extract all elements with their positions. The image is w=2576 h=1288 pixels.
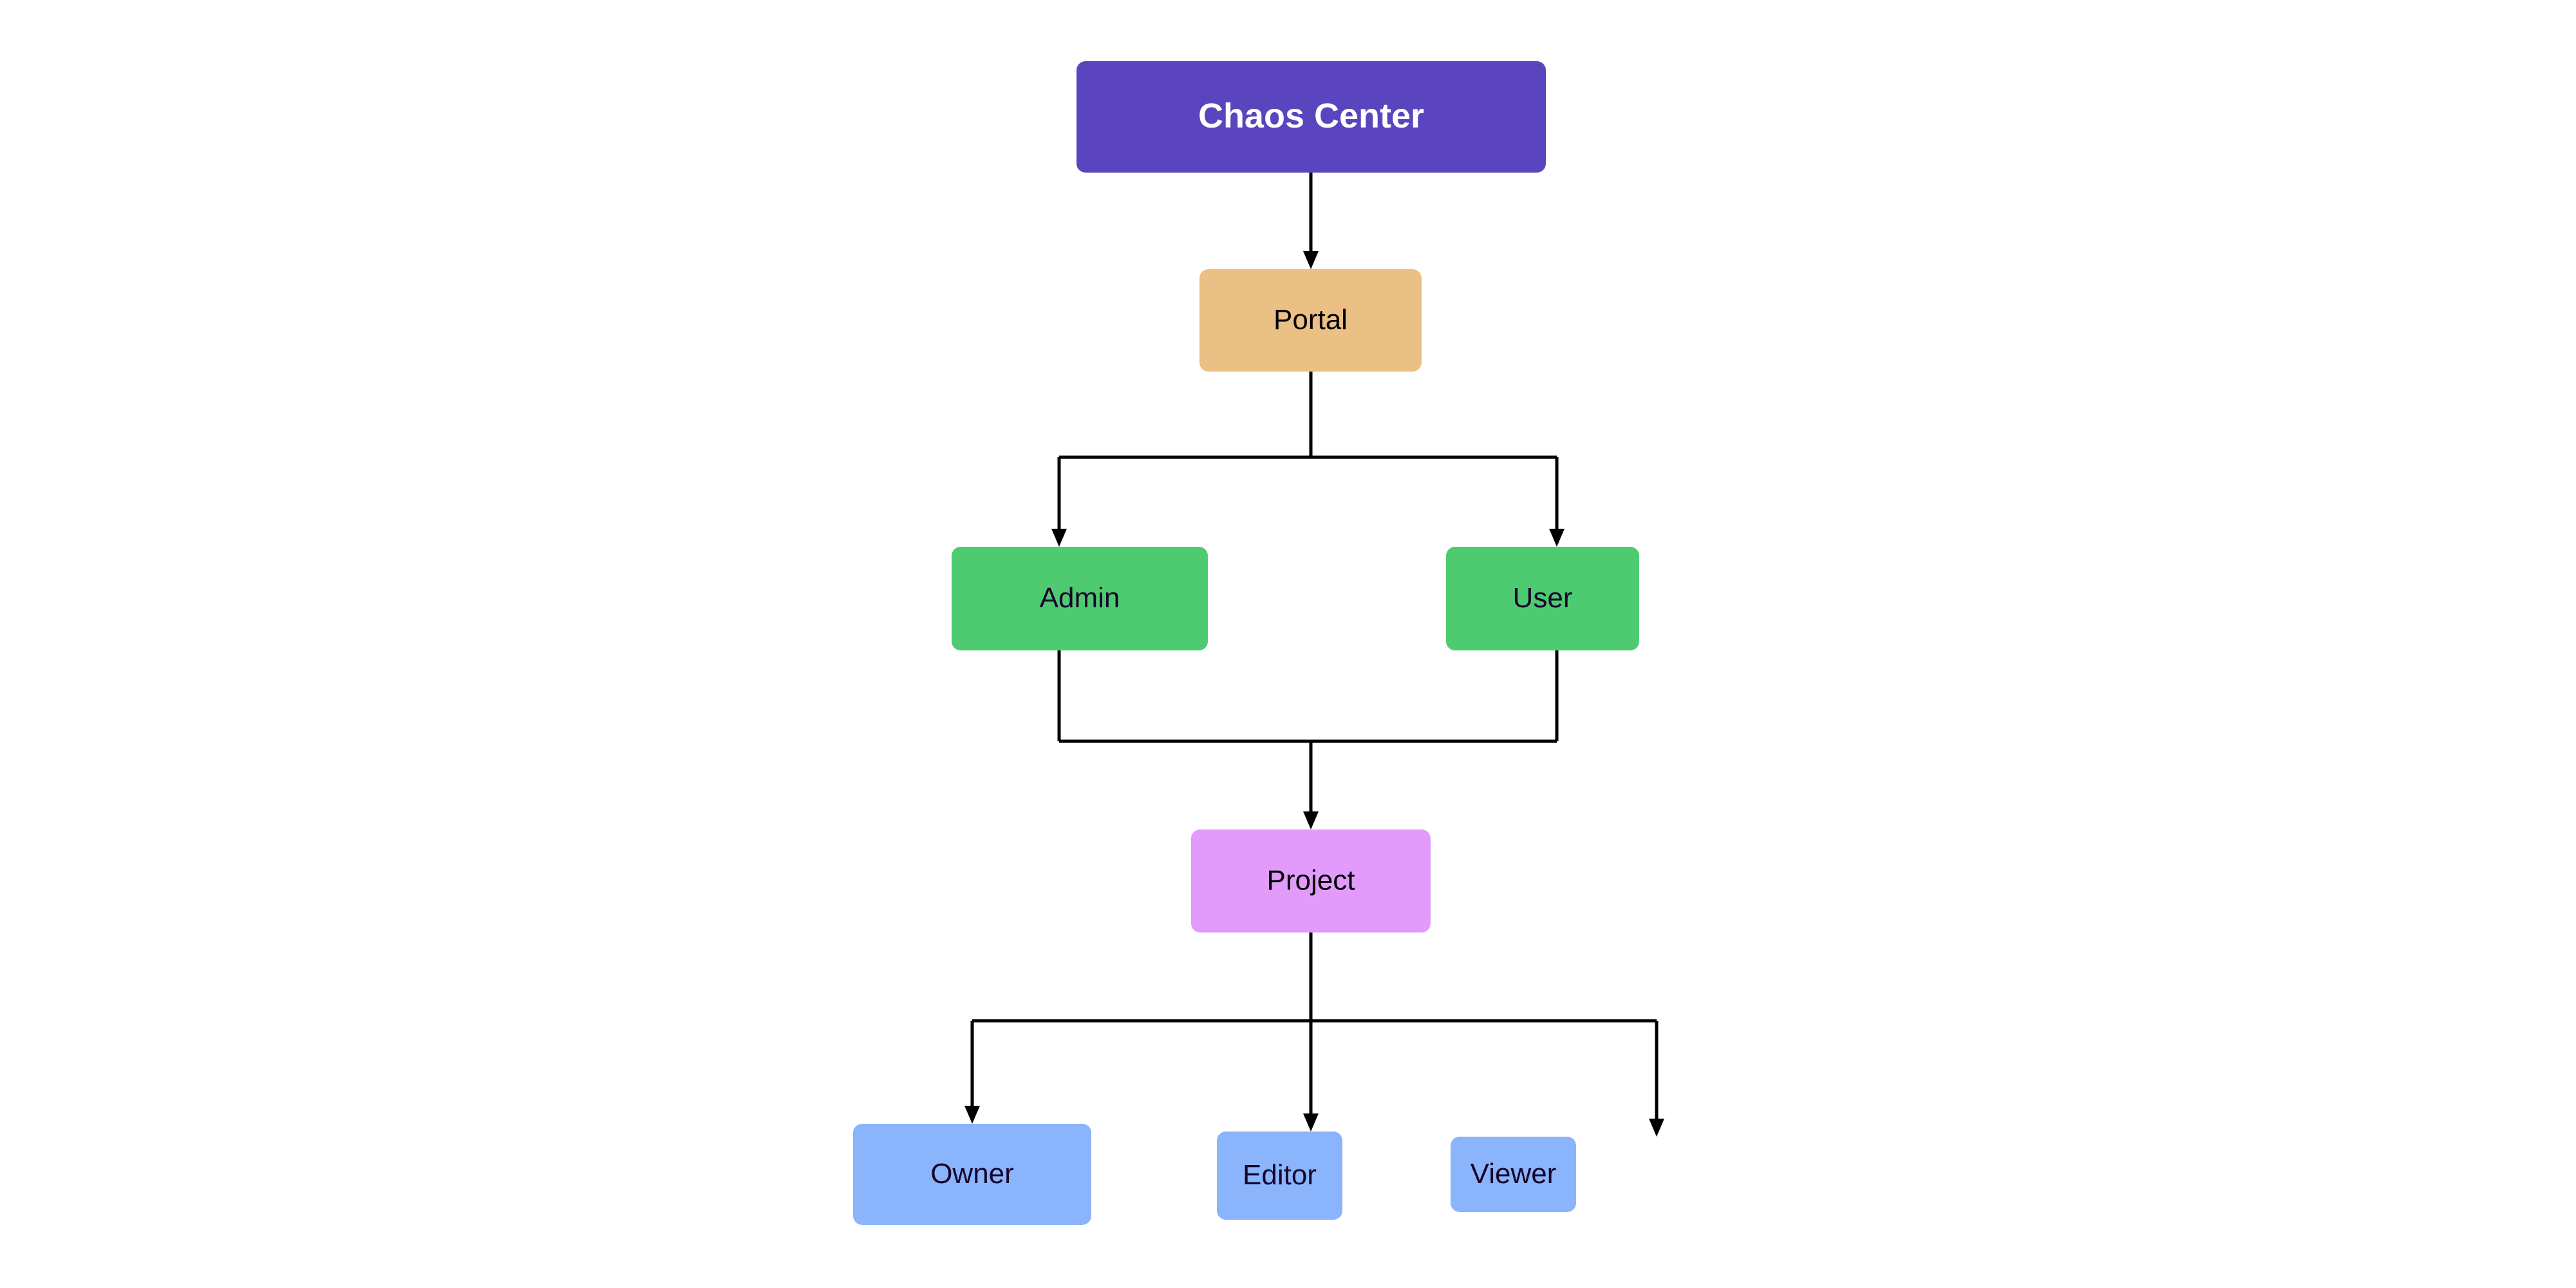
node-box-user[interactable] — [1446, 547, 1639, 650]
arrowhead-icon — [1649, 1119, 1664, 1137]
node-box-project[interactable] — [1191, 829, 1431, 933]
edge-path — [970, 933, 1657, 1111]
node-box-admin[interactable] — [952, 547, 1208, 650]
arrowhead-icon — [964, 1106, 980, 1124]
arrowhead-icon — [1303, 811, 1319, 829]
node-label-owner: Owner — [930, 1158, 1014, 1189]
edge-portal-to-admin — [1051, 372, 1557, 547]
node-box-chaos_center[interactable] — [1076, 61, 1546, 173]
arrowhead-icon — [1303, 251, 1319, 269]
edge-admin-to-project — [1057, 650, 1557, 829]
node-chaos_center[interactable]: Chaos Center — [1076, 61, 1546, 173]
node-admin[interactable]: Admin — [952, 547, 1208, 650]
node-label-portal: Portal — [1274, 304, 1348, 336]
node-label-chaos_center: Chaos Center — [1198, 97, 1424, 135]
edge-chaos_center-to-portal — [1303, 173, 1319, 269]
node-portal[interactable]: Portal — [1199, 269, 1422, 372]
node-box-viewer[interactable] — [1451, 1137, 1576, 1212]
node-owner[interactable]: Owner — [853, 1124, 1091, 1225]
edge-project-to-viewer — [1649, 1021, 1664, 1137]
node-box-owner[interactable] — [853, 1124, 1091, 1225]
arrowhead-icon — [1549, 529, 1565, 547]
node-box-editor[interactable] — [1217, 1132, 1342, 1220]
node-label-user: User — [1513, 582, 1573, 614]
node-editor[interactable]: Editor — [1217, 1132, 1342, 1220]
node-label-viewer: Viewer — [1471, 1158, 1557, 1189]
node-user[interactable]: User — [1446, 547, 1639, 650]
node-label-admin: Admin — [1040, 582, 1120, 614]
node-viewer[interactable]: Viewer — [1451, 1137, 1576, 1212]
edge-project-to-editor — [1303, 1021, 1319, 1132]
arrowhead-icon — [1303, 1113, 1319, 1132]
node-label-project: Project — [1267, 865, 1355, 896]
edge-path — [1057, 650, 1557, 817]
edges-layer — [964, 173, 1664, 1137]
node-label-editor: Editor — [1243, 1159, 1317, 1191]
node-box-portal[interactable] — [1199, 269, 1422, 372]
edge-path — [1057, 372, 1557, 534]
arrowhead-icon — [1051, 529, 1067, 547]
edge-project-to-owner — [964, 933, 1657, 1124]
edge-portal-to-user — [1549, 457, 1565, 547]
node-project[interactable]: Project — [1191, 829, 1431, 933]
